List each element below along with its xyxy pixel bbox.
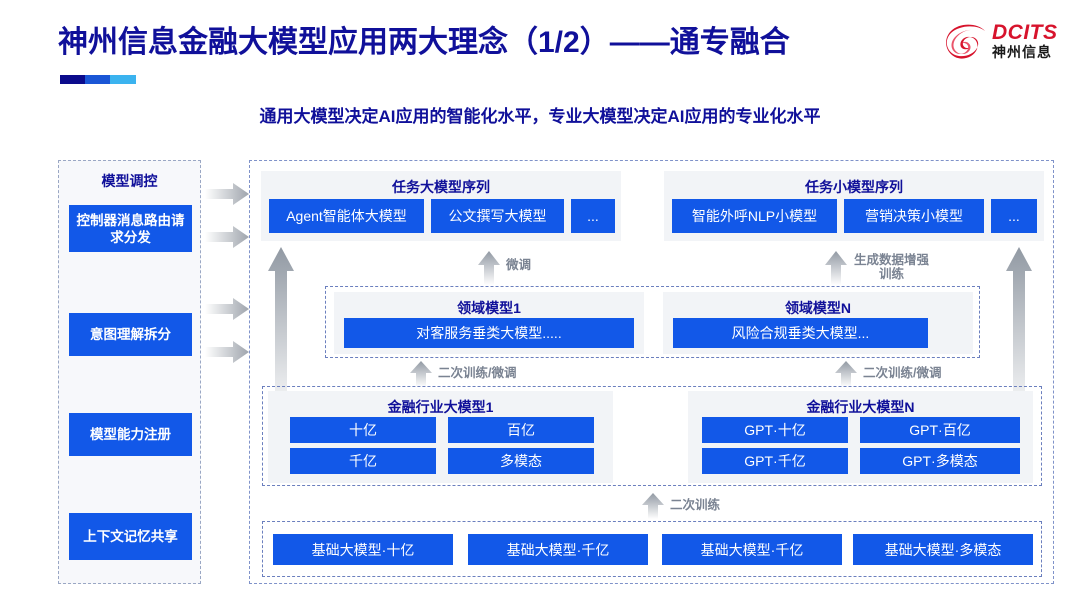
domain-model-1-panel: 领域模型1 对客服务垂类大模型..... (334, 292, 644, 354)
arrow-label-data-augment: 生成数据增强 训练 (854, 253, 929, 281)
finance-1-box-qianyi[interactable]: 千亿 (290, 448, 436, 474)
base-models-group: 基础大模型·十亿 基础大模型·千亿 基础大模型·千亿 基础大模型·多模态 (262, 521, 1042, 577)
page-subtitle: 通用大模型决定AI应用的智能化水平，专业大模型决定AI应用的专业化水平 (259, 107, 821, 126)
task-big-box-document[interactable]: 公文撰写大模型 (431, 199, 564, 233)
right-arrow-icon-2 (205, 226, 249, 248)
arrow-label-finetune: 微调 (506, 258, 532, 272)
arrow-label-retrain-finetune-left: 二次训练/微调 (438, 366, 517, 380)
arrow-label-retrain-finetune-right: 二次训练/微调 (863, 366, 942, 380)
domain-model-1-title: 领域模型1 (457, 300, 521, 316)
finance-1-box-baiyi[interactable]: 百亿 (448, 417, 594, 443)
arrow-label-data-augment-line2: 训练 (879, 267, 905, 281)
domain-model-n-panel: 领域模型N 风险合规垂类大模型... (663, 292, 973, 354)
swirl-logo-icon (946, 24, 985, 59)
task-small-box-more[interactable]: ... (991, 199, 1037, 233)
arrow-label-data-augment-line1: 生成数据增强 (854, 253, 930, 267)
right-arrow-icon-1 (205, 183, 249, 205)
up-arrow-icon-data-augment (825, 251, 847, 285)
task-small-model-title: 任务小模型序列 (805, 179, 903, 195)
task-big-box-more[interactable]: ... (571, 199, 615, 233)
domain-model-1-box[interactable]: 对客服务垂类大模型..... (344, 318, 634, 348)
task-big-box-agent[interactable]: Agent智能体大模型 (269, 199, 424, 233)
base-model-box-shiyi[interactable]: 基础大模型·十亿 (273, 534, 453, 565)
sidebar-item-context-memory-share[interactable]: 上下文记忆共享 (69, 513, 192, 560)
finance-n-box-gpt-baiyi[interactable]: GPT·百亿 (860, 417, 1020, 443)
task-small-box-nlp[interactable]: 智能外呼NLP小模型 (672, 199, 837, 233)
finance-1-box-shiyi[interactable]: 十亿 (290, 417, 436, 443)
finance-n-box-gpt-shiyi[interactable]: GPT·十亿 (702, 417, 848, 443)
finance-models-group: 金融行业大模型1 十亿 百亿 千亿 多模态 金融行业大模型N GPT·十亿 GP… (262, 386, 1042, 486)
logo-name-cn: 神州信息 (992, 44, 1052, 60)
logo-text: DCITS 神州信息 (992, 22, 1058, 61)
sidebar-item-intent-understanding[interactable]: 意图理解拆分 (69, 313, 192, 356)
finance-n-box-gpt-qianyi[interactable]: GPT·千亿 (702, 448, 848, 474)
base-model-box-qianyi-1[interactable]: 基础大模型·千亿 (468, 534, 648, 565)
task-small-model-panel: 任务小模型序列 智能外呼NLP小模型 营销决策小模型 ... (664, 171, 1044, 241)
company-logo: DCITS 神州信息 (944, 20, 1062, 70)
up-arrow-icon-retrain-finetune-right (835, 361, 857, 387)
task-small-box-marketing[interactable]: 营销决策小模型 (844, 199, 984, 233)
page-title: 神州信息金融大模型应用两大理念（1/2）——通专融合 (58, 26, 790, 59)
right-arrow-icon-3 (205, 298, 249, 320)
sidebar-item-controller-dispatch[interactable]: 控制器消息路由请求分发 (69, 205, 192, 252)
up-arrow-icon-retrain-finetune-left (410, 361, 432, 387)
base-model-box-duomotai[interactable]: 基础大模型·多模态 (853, 534, 1033, 565)
finance-model-1-panel: 金融行业大模型1 十亿 百亿 千亿 多模态 (268, 391, 613, 483)
domain-model-n-title: 领域模型N (784, 300, 852, 316)
arrow-label-retrain: 二次训练 (670, 498, 721, 512)
up-arrow-icon-retrain (642, 493, 664, 519)
domain-model-n-box[interactable]: 风险合规垂类大模型... (673, 318, 928, 348)
right-arrow-icon-4 (205, 341, 249, 363)
finance-model-n-title: 金融行业大模型N (806, 399, 915, 415)
sidebar-item-model-capability-registry[interactable]: 模型能力注册 (69, 413, 192, 456)
task-big-model-title: 任务大模型序列 (392, 179, 490, 195)
base-model-box-qianyi-2[interactable]: 基础大模型·千亿 (662, 534, 842, 565)
up-arrow-icon-finance-to-tasksmall (1006, 247, 1032, 422)
task-big-model-panel: 任务大模型序列 Agent智能体大模型 公文撰写大模型 ... (261, 171, 621, 241)
sidebar-panel: 模型调控 控制器消息路由请求分发 意图理解拆分 模型能力注册 上下文记忆共享 (58, 160, 201, 584)
up-arrow-icon-finetune (478, 251, 500, 285)
logo-name-en: DCITS (992, 21, 1058, 44)
main-diagram: 任务大模型序列 Agent智能体大模型 公文撰写大模型 ... 任务小模型序列 … (249, 160, 1054, 584)
finance-n-box-gpt-duomotai[interactable]: GPT·多模态 (860, 448, 1020, 474)
finance-model-n-panel: 金融行业大模型N GPT·十亿 GPT·百亿 GPT·千亿 GPT·多模态 (688, 391, 1033, 483)
finance-1-box-duomotai[interactable]: 多模态 (448, 448, 594, 474)
accent-bar (60, 75, 136, 84)
domain-models-group: 领域模型1 对客服务垂类大模型..... 领域模型N 风险合规垂类大模型... (325, 286, 980, 358)
finance-model-1-title: 金融行业大模型1 (387, 399, 494, 415)
up-arrow-icon-finance-to-taskbig (268, 247, 294, 422)
sidebar-title: 模型调控 (101, 173, 158, 189)
